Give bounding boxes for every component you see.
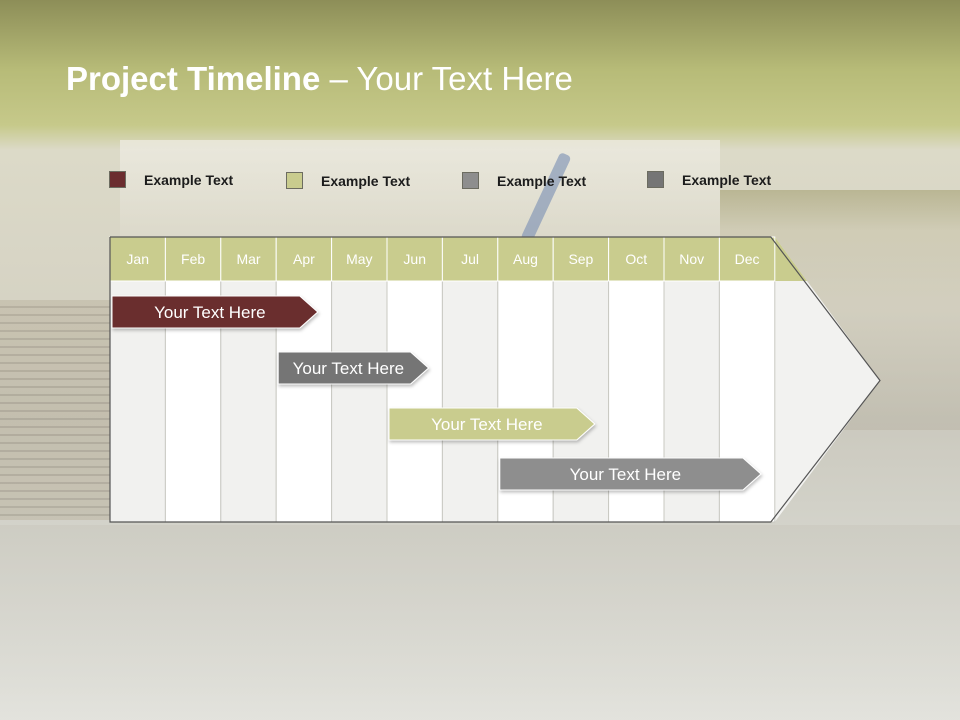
task-label-3: Your Text Here bbox=[431, 415, 543, 434]
month-label-jun: Jun bbox=[403, 251, 426, 267]
header-arrow-tip bbox=[774, 237, 808, 281]
title-bold: Project Timeline bbox=[66, 60, 321, 97]
legend-swatch-2 bbox=[286, 172, 303, 189]
legend-label-4: Example Text bbox=[682, 171, 772, 188]
month-label-mar: Mar bbox=[236, 251, 260, 267]
month-label-sep: Sep bbox=[568, 251, 593, 267]
month-column-jul bbox=[441, 280, 499, 523]
month-column-may bbox=[331, 280, 388, 523]
month-label-dec: Dec bbox=[735, 251, 760, 267]
legend-label-3: Example Text bbox=[497, 172, 587, 189]
month-header-feb bbox=[164, 236, 222, 282]
month-column-jun bbox=[386, 280, 443, 523]
task-label-4: Your Text Here bbox=[570, 465, 682, 484]
task-bar-2[interactable] bbox=[277, 351, 430, 385]
month-label-feb: Feb bbox=[181, 251, 205, 267]
month-header-apr bbox=[275, 236, 333, 282]
timeline-arrow-outline bbox=[109, 236, 881, 523]
month-label-may: May bbox=[346, 251, 372, 267]
month-label-nov: Nov bbox=[679, 251, 704, 267]
month-label-aug: Aug bbox=[513, 251, 538, 267]
month-label-oct: Oct bbox=[625, 251, 647, 267]
legend-label-1: Example Text bbox=[144, 171, 234, 188]
legend-item-3: Example Text bbox=[462, 172, 586, 189]
legend-swatch-3 bbox=[462, 172, 479, 189]
month-header-dec bbox=[718, 236, 776, 282]
month-header-mar bbox=[220, 236, 277, 282]
task-bar-3[interactable] bbox=[388, 407, 596, 441]
month-header-sep bbox=[552, 236, 610, 282]
task-bar-1[interactable] bbox=[111, 295, 319, 329]
legend-label-2: Example Text bbox=[321, 172, 411, 189]
background-paper bbox=[120, 140, 720, 240]
legend-swatch-1 bbox=[109, 171, 126, 188]
month-header-nov bbox=[663, 236, 720, 282]
month-label-jul: Jul bbox=[461, 251, 479, 267]
month-header-jul bbox=[441, 236, 499, 282]
legend-swatch-4 bbox=[647, 171, 664, 188]
month-header-jan bbox=[109, 236, 166, 282]
title-rest: – Your Text Here bbox=[320, 60, 573, 97]
task-label-2: Your Text Here bbox=[293, 359, 405, 378]
legend-item-4: Example Text bbox=[647, 171, 771, 188]
legend-item-1: Example Text bbox=[109, 171, 233, 188]
task-bar-4[interactable] bbox=[499, 457, 762, 491]
legend-item-2: Example Text bbox=[286, 172, 410, 189]
month-label-jan: Jan bbox=[126, 251, 149, 267]
task-label-1: Your Text Here bbox=[154, 303, 266, 322]
background-books-left bbox=[0, 300, 110, 520]
month-label-apr: Apr bbox=[293, 251, 315, 267]
month-header-aug bbox=[497, 236, 554, 282]
month-header-oct bbox=[608, 236, 665, 282]
slide-title: Project Timeline – Your Text Here bbox=[66, 60, 573, 98]
background-reflection bbox=[0, 525, 960, 720]
